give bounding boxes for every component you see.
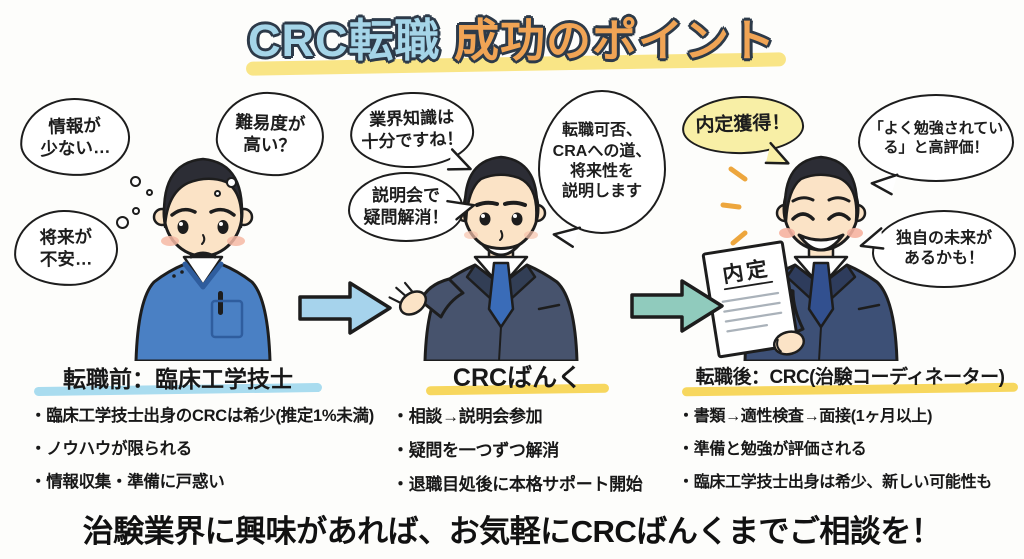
bullet-item: ・臨床工学技士出身は希少、新しい可能性も	[678, 474, 993, 491]
speech-bubble-explain: 転職可否、 CRAへの道、 将来性を 説明します	[538, 90, 666, 234]
bullet-item: ・退職目処後に本格サポート開始	[392, 475, 643, 494]
speech-tail	[859, 227, 885, 250]
page-title: CRC転職 成功のポイント	[0, 4, 1024, 69]
bullet-item: ・準備と勉強が評価される	[678, 441, 867, 458]
flow-arrow-1-icon	[298, 281, 392, 335]
bullet-list-after: ・書類→適性検査→面接(1ヶ月以上) ・準備と勉強が評価される ・臨床工学技士出…	[678, 402, 992, 501]
bullet-item: ・情報収集・準備に戸惑い	[30, 473, 225, 491]
speech-tail	[446, 148, 472, 171]
sparkle-lines-icon	[720, 166, 748, 246]
section-heading-after: 転職後：CRC(治験コーディネーター)	[676, 362, 1024, 397]
speech-bubble-unique-future: 独自の未来が あるかも！	[872, 210, 1016, 288]
offer-letter-document: 内定	[701, 240, 800, 359]
title-part-success-points: 成功のポイント	[454, 15, 777, 66]
bullet-item: ・相談→説明会参加	[392, 407, 543, 426]
thought-dot	[116, 216, 129, 229]
bullet-item: ・疑問を一つずつ解消	[392, 441, 559, 460]
bullet-list-crc-bank: ・相談→説明会参加 ・疑問を一つずつ解消 ・退職目処後に本格サポート開始	[392, 402, 643, 504]
clinical-engineer-character	[134, 157, 272, 361]
footer-call-to-action: 治験業界に興味があれば、お気軽にCRCばんくまでご相談を！	[82, 514, 942, 549]
thought-dot	[146, 189, 153, 196]
thought-dot	[132, 207, 140, 215]
thought-dot	[214, 190, 221, 197]
bullet-item: ・書類→適性検査→面接(1ヶ月以上)	[678, 408, 933, 425]
thought-dot	[130, 176, 141, 187]
flow-arrow-2-icon	[630, 279, 724, 333]
speech-bubble-seminar: 説明会で 疑問解消！	[348, 172, 464, 242]
speech-tail	[552, 226, 582, 248]
title-part-crc-tenshoku: CRC転職	[247, 15, 441, 66]
bullet-list-before: ・臨床工学技士出身のCRCは希少(推定1%未満) ・ノウハウが限られる ・情報収…	[30, 402, 374, 501]
crc-bank-consultant-character	[388, 155, 579, 361]
speech-tail	[446, 199, 476, 221]
speech-bubble-high-evaluation: 「よく勉強されてい る」と高評価！	[858, 94, 1014, 182]
speech-tail	[870, 173, 899, 196]
section-heading-crc-bank: CRCばんく	[420, 358, 615, 396]
bullet-item: ・臨床工学技士出身のCRCは希少(推定1%未満)	[30, 407, 374, 425]
section-heading-before: 転職前：臨床工学技士	[28, 360, 328, 397]
speech-tail	[764, 141, 790, 165]
bullet-item: ・ノウハウが限られる	[30, 440, 193, 458]
thought-dot	[226, 177, 237, 188]
thought-bubble-future-anxiety: 将来が 不安…	[13, 209, 119, 287]
new-crc-character: 内定	[701, 155, 899, 361]
